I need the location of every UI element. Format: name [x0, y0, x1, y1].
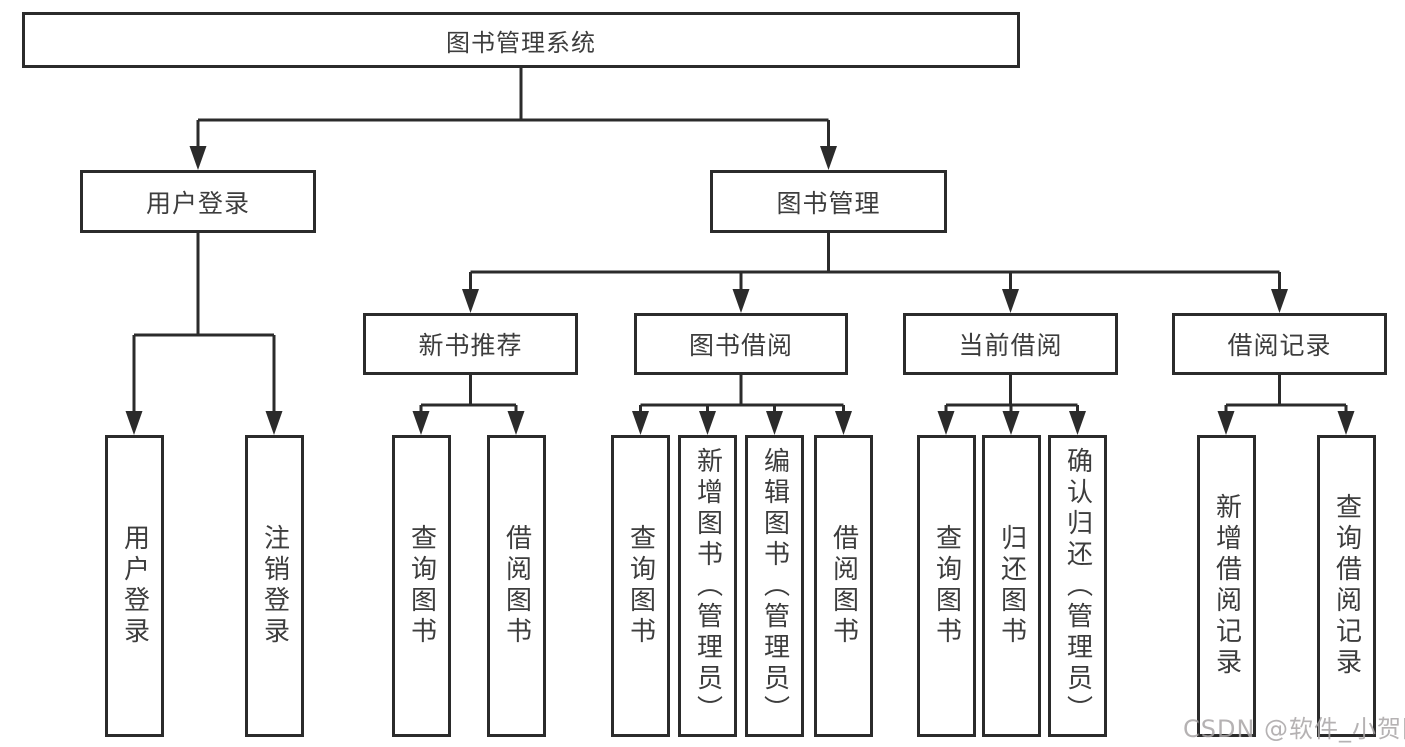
leaf-recommend-borrow-books-label: 借阅图书: [501, 524, 532, 648]
node-borrowing-records: 借阅记录: [1172, 313, 1387, 375]
node-root-label: 图书管理系统: [446, 28, 596, 57]
node-current-borrowing-label: 当前借阅: [958, 331, 1063, 360]
node-user-login-label: 用户登录: [145, 188, 250, 218]
leaf-recommend-query-books: 查询图书: [392, 435, 451, 737]
leaf-current-query-books: 查询图书: [917, 435, 976, 737]
leaf-borrowing-add-books-label: 新增图书（管理员）: [692, 446, 723, 726]
leaf-logout-label: 注销登录: [259, 524, 290, 648]
leaf-recommend-borrow-books: 借阅图书: [487, 435, 546, 737]
leaf-borrowing-query-books-label: 查询图书: [625, 524, 656, 648]
node-root: 图书管理系统: [22, 12, 1020, 68]
leaf-user-login-label: 用户登录: [119, 524, 150, 648]
node-book-borrowing-label: 图书借阅: [688, 331, 793, 360]
leaf-records-query-record: 查询借阅记录: [1317, 435, 1376, 737]
leaf-borrowing-query-books: 查询图书: [611, 435, 670, 737]
node-book-management-label: 图书管理: [776, 188, 881, 218]
leaf-current-query-books-label: 查询图书: [931, 524, 962, 648]
node-new-book-recommend: 新书推荐: [363, 313, 578, 375]
leaf-borrowing-borrow-books-label: 借阅图书: [828, 524, 859, 648]
leaf-recommend-query-books-label: 查询图书: [406, 524, 437, 648]
leaf-records-query-record-label: 查询借阅记录: [1331, 493, 1362, 679]
node-borrowing-records-label: 借阅记录: [1227, 331, 1332, 360]
leaf-borrowing-borrow-books: 借阅图书: [814, 435, 873, 737]
node-user-login: 用户登录: [80, 170, 316, 233]
leaf-borrowing-edit-books-label: 编辑图书（管理员）: [759, 446, 790, 726]
leaf-borrowing-add-books: 新增图书（管理员）: [678, 435, 737, 737]
leaf-current-return-books-label: 归还图书: [996, 524, 1027, 648]
leaf-current-return-books: 归还图书: [982, 435, 1041, 737]
node-book-borrowing: 图书借阅: [634, 313, 848, 375]
leaf-user-login: 用户登录: [105, 435, 164, 737]
leaf-logout: 注销登录: [245, 435, 304, 737]
node-book-management: 图书管理: [710, 170, 947, 233]
leaf-records-add-record: 新增借阅记录: [1197, 435, 1256, 737]
node-current-borrowing: 当前借阅: [903, 313, 1118, 375]
leaf-current-confirm-return-label: 确认归还（管理员）: [1062, 446, 1093, 726]
node-new-book-recommend-label: 新书推荐: [418, 331, 523, 360]
leaf-borrowing-edit-books: 编辑图书（管理员）: [745, 435, 804, 737]
csdn-watermark: CSDN @软件_小贺同学: [1183, 715, 1405, 743]
leaf-current-confirm-return: 确认归还（管理员）: [1048, 435, 1107, 737]
leaf-records-add-record-label: 新增借阅记录: [1211, 493, 1242, 679]
